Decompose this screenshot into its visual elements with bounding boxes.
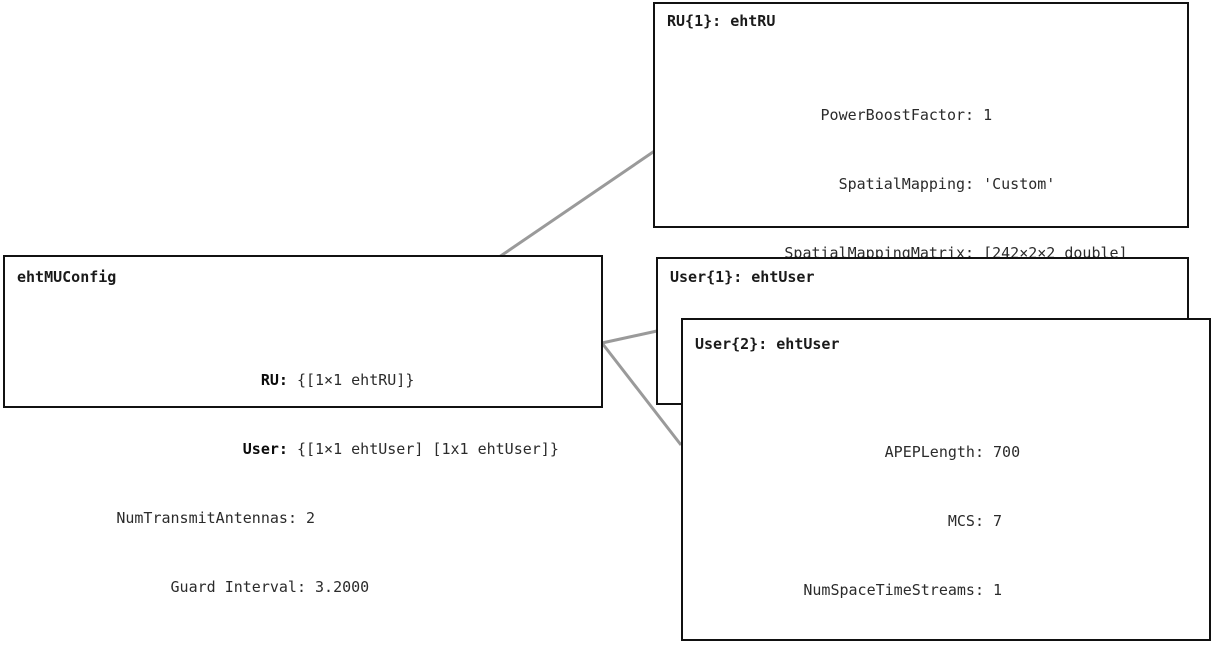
- property-name-user[interactable]: User: [242, 440, 279, 458]
- property-row: SpatialMapping: 'Custom': [667, 150, 1128, 193]
- property-value: 3.2000: [315, 578, 370, 596]
- user2-object-box[interactable]: User{2}: ehtUser APEPLength: 700 MCS: 7 …: [681, 318, 1211, 641]
- user2-property-list: APEPLength: 700 MCS: 7 NumSpaceTimeStrea…: [695, 372, 1192, 645]
- user1-connector-line: [601, 329, 658, 345]
- property-row: NumSpaceTimeStreams: 1: [695, 556, 1192, 599]
- property-colon: :: [287, 509, 306, 527]
- property-row: User: {[1×1 ehtUser] [1x1 ehtUser]}: [17, 415, 559, 458]
- property-pad: [785, 443, 884, 461]
- property-pad: [757, 175, 838, 193]
- property-row: MCS: 7: [695, 487, 1192, 530]
- property-row: RU: {[1×1 ehtRU]}: [17, 346, 559, 389]
- property-value: 7: [993, 512, 1003, 530]
- property-value: {[1×1 ehtUser] [1x1 ehtUser]}: [296, 440, 559, 458]
- property-pad: [107, 509, 116, 527]
- property-pad: [107, 371, 261, 389]
- mu-config-property-list: RU: {[1×1 ehtRU]} User: {[1×1 ehtUser] […: [17, 300, 559, 622]
- property-pad: [107, 578, 170, 596]
- property-row: ChannelCoding: ‘BCC': [695, 625, 1192, 645]
- mu-config-box-header: ehtMUConfig: [17, 268, 117, 286]
- property-row: SpatialMappingMatrix: [242×2×2 double]: [667, 219, 1127, 262]
- property-pad: [785, 512, 948, 530]
- property-pad: [107, 440, 242, 458]
- property-name-ru[interactable]: RU: [260, 371, 279, 389]
- user2-box-header: User{2}: ehtUser: [695, 335, 840, 353]
- property-row: PowerBoostFactor: 1: [667, 81, 1128, 124]
- property-value: 2: [306, 509, 316, 527]
- property-name: MCS: [947, 512, 975, 530]
- property-value: 'Custom': [983, 175, 1056, 193]
- property-value: {[1×1 ehtRU]}: [296, 371, 415, 389]
- property-name: NumTransmitAntennas: [116, 509, 288, 527]
- property-row: NumTransmitAntennas: 2: [17, 484, 559, 527]
- property-colon: :: [974, 581, 994, 599]
- property-colon: :: [278, 440, 297, 458]
- property-colon: :: [965, 106, 984, 124]
- property-name: Guard Interval: [170, 578, 297, 596]
- user1-box-header: User{1}: ehtUser: [670, 268, 815, 286]
- ru-box-header: RU{1}: ehtRU: [667, 12, 776, 30]
- property-colon: :: [965, 175, 984, 193]
- property-pad: [757, 106, 820, 124]
- property-colon: :: [965, 244, 984, 262]
- property-name: PowerBoostFactor: [820, 106, 966, 124]
- property-value: 1: [983, 106, 993, 124]
- property-colon: :: [296, 578, 316, 596]
- property-value: 700: [993, 443, 1021, 461]
- property-name: APEPLength: [884, 443, 975, 461]
- property-row: Guard Interval: 3.2000: [17, 553, 559, 596]
- mu-config-object-box[interactable]: ehtMUConfig RU: {[1×1 ehtRU]} User: {[1×…: [3, 255, 603, 596]
- property-colon: :: [974, 512, 994, 530]
- property-value: 1: [993, 581, 1003, 599]
- property-colon: :: [974, 443, 994, 461]
- property-colon: :: [278, 371, 297, 389]
- property-row: APEPLength: 700: [695, 418, 1192, 461]
- property-name: SpatialMapping: [838, 175, 966, 193]
- property-pad: [785, 581, 803, 599]
- property-name: NumSpaceTimeStreams: [803, 581, 975, 599]
- ru-object-box[interactable]: RU{1}: ehtRU PowerBoostFactor: 1 Spatial…: [653, 2, 1189, 607]
